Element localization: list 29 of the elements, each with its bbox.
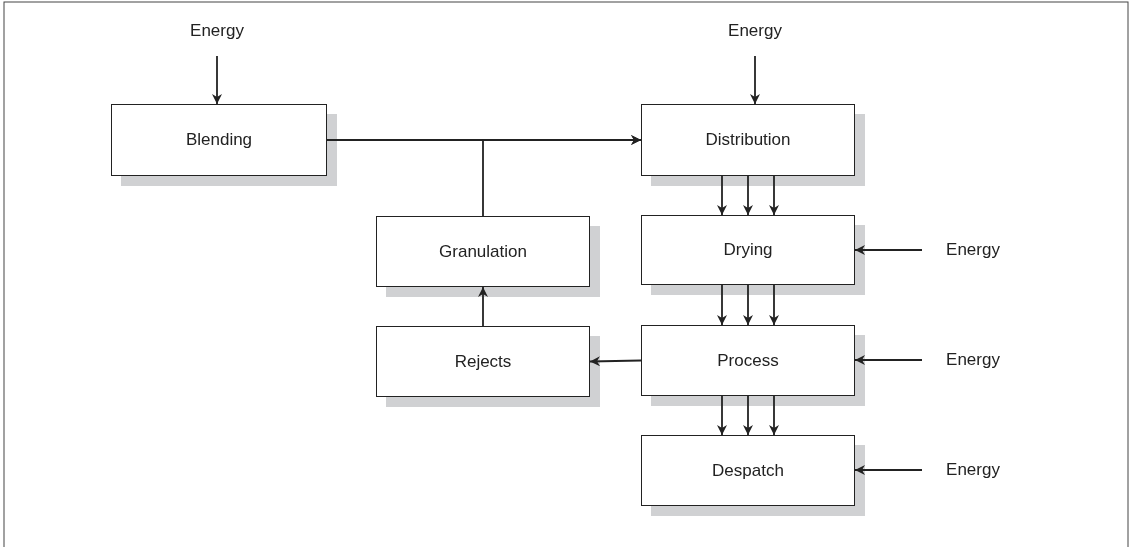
box-label: Rejects bbox=[454, 351, 512, 372]
box-label: Drying bbox=[723, 240, 773, 260]
arrow bbox=[769, 395, 779, 436]
input-label: Energy bbox=[728, 21, 782, 41]
input-label: Energy bbox=[946, 240, 1000, 260]
arrow bbox=[743, 395, 753, 436]
arrow bbox=[854, 465, 923, 475]
arrow bbox=[212, 55, 222, 105]
arrow bbox=[717, 395, 727, 436]
arrow bbox=[482, 135, 642, 217]
arrow bbox=[717, 284, 727, 326]
arrow bbox=[750, 55, 760, 105]
box-label: Despatch bbox=[712, 460, 784, 481]
box-label: Distribution bbox=[705, 130, 791, 150]
arrow bbox=[854, 355, 923, 365]
input-label: Energy bbox=[946, 350, 1000, 370]
arrow bbox=[769, 175, 779, 216]
arrow bbox=[589, 356, 642, 367]
input-label: Energy bbox=[190, 21, 244, 41]
arrow bbox=[478, 286, 488, 327]
arrow bbox=[769, 284, 779, 326]
box-label: Granulation bbox=[439, 241, 527, 262]
arrow bbox=[743, 284, 753, 326]
input-label: Energy bbox=[946, 460, 1000, 480]
arrow bbox=[717, 175, 727, 216]
box-label: Process bbox=[717, 350, 779, 371]
box-label: Blending bbox=[185, 130, 253, 150]
arrow bbox=[854, 245, 923, 255]
arrow bbox=[743, 175, 753, 216]
